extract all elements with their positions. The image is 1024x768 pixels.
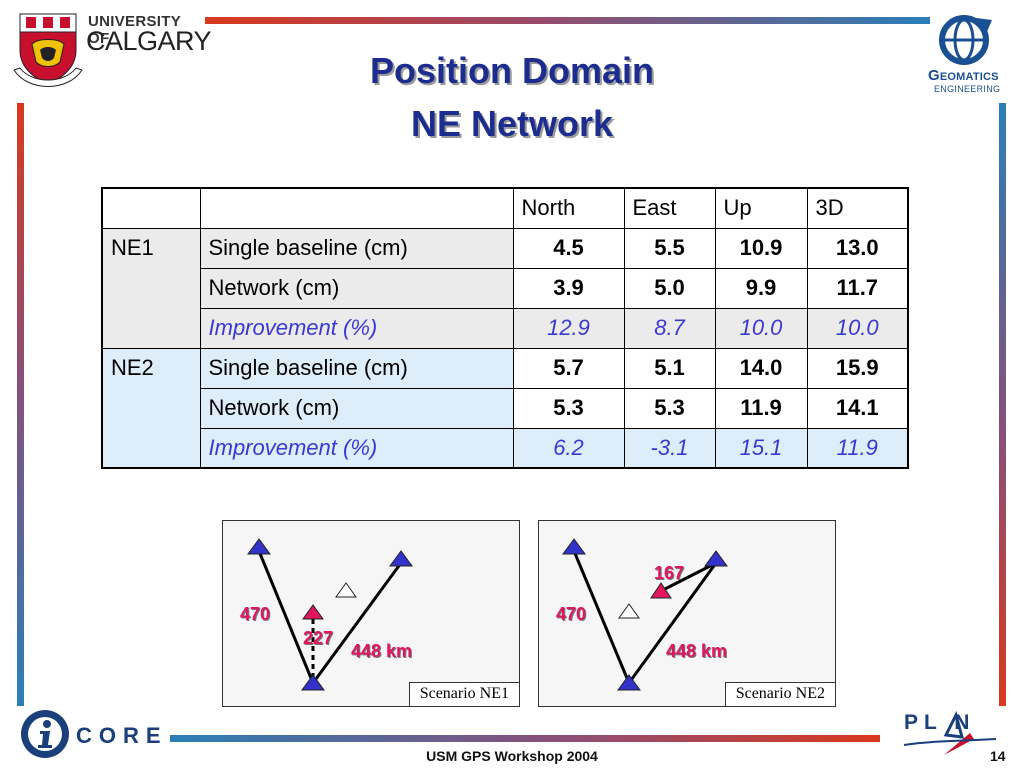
reference-station-icon [562,538,586,555]
reference-station-icon [704,550,728,567]
user-position-icon [335,582,357,598]
group-cell-empty [101,268,201,308]
slide-title-line2: NE Network [410,103,614,144]
table-row: NE2 Single baseline (cm) 5.7 5.1 14.0 15… [101,347,909,389]
value-3d: 11.7 [806,267,909,309]
value-east: -3.1 [623,427,716,469]
user-position-icon [618,603,640,619]
footer-text: USM GPS Workshop 2004 [426,748,598,764]
table-row: NE1 Single baseline (cm) 4.5 5.5 10.9 13… [101,227,909,269]
row-label: Single baseline (cm) [199,347,514,389]
reference-station-icon [617,674,641,691]
group-name-ne1: NE1 [101,227,201,268]
value-up: 14.0 [714,347,808,389]
value-east: 5.5 [623,227,716,269]
scenario-label: Scenario NE2 [724,682,836,707]
core-logo: CORE [18,707,178,763]
value-up: 10.9 [714,227,808,269]
value-north: 3.9 [512,267,625,309]
value-up: 11.9 [714,387,808,429]
group-cell-empty [101,308,201,349]
value-3d: 14.1 [806,387,909,429]
slide-title-line1: Position Domain [369,50,654,91]
info-circle-icon [21,710,69,758]
value-3d: 11.9 [806,427,909,469]
globe-icon [939,15,992,65]
table-row: Improvement (%) 6.2 -3.1 15.1 11.9 [101,427,909,469]
value-up: 15.1 [714,427,808,469]
value-east: 5.0 [623,267,716,309]
row-label: Improvement (%) [199,307,514,349]
header-cell-label [199,187,514,229]
header-cell-3d: 3D [806,187,909,229]
scenario-ne1-diagram: 470 227 448 km Scenario NE1 [222,520,520,707]
group-name-ne2: NE2 [101,347,201,388]
university-crest-icon [13,13,83,87]
value-north: 5.7 [512,347,625,389]
value-3d: 10.0 [806,307,909,349]
header-cell-east: East [623,187,716,229]
value-east: 8.7 [623,307,716,349]
right-gradient-bar [999,103,1006,706]
table-row: Network (cm) 5.3 5.3 11.9 14.1 [101,387,909,429]
table-row: Network (cm) 3.9 5.0 9.9 11.7 [101,267,909,309]
university-name-line2: CALGARY [86,26,212,56]
university-name-line1: UNIVERSITY OF [88,13,181,47]
network-diagram-ne1 [247,538,413,691]
row-label: Single baseline (cm) [199,227,514,269]
core-logo-text: CORE [76,723,168,748]
value-up: 9.9 [714,267,808,309]
bottom-gradient-bar [170,735,880,742]
value-3d: 15.9 [806,347,909,389]
geomatics-engineering-logo: Geomatics ENGINEERING [918,12,1013,102]
value-north: 4.5 [512,227,625,269]
geomatics-name: Geomatics [928,67,999,84]
plan-logo-text: PL N [904,711,976,734]
rover-station-icon [650,582,672,599]
value-north: 5.3 [512,387,625,429]
table-header-row: North East Up 3D [101,187,909,229]
value-north: 6.2 [512,427,625,469]
left-gradient-bar [17,103,24,706]
scenario-ne2-diagram: 470 167 448 km Scenario NE2 [538,520,836,707]
row-label: Network (cm) [199,387,514,429]
group-cell-empty [101,388,201,428]
scenario-label: Scenario NE1 [408,682,520,707]
reference-station-icon [247,538,271,555]
reference-station-icon [389,550,413,567]
page-number: 14 [990,748,1006,764]
group-cell-empty [101,428,201,469]
rover-station-icon [302,604,324,620]
reference-station-icon [301,674,325,691]
header-cell-north: North [512,187,625,229]
row-label: Network (cm) [199,267,514,309]
value-east: 5.1 [623,347,716,389]
value-up: 10.0 [714,307,808,349]
distance-label: 470 [556,604,587,624]
table-row: Improvement (%) 12.9 8.7 10.0 10.0 [101,307,909,349]
row-label: Improvement (%) [199,427,514,469]
top-gradient-bar [205,17,930,24]
value-east: 5.3 [623,387,716,429]
header-cell-group [101,187,201,229]
plan-logo: PL N [900,705,1000,761]
distance-label: 470 [240,604,271,624]
distance-label: 448 km [666,641,728,661]
rocket-icon [903,710,997,755]
network-diagram-ne2 [562,538,728,691]
distance-label: 448 km [351,641,413,661]
header-cell-up: Up [714,187,808,229]
value-north: 12.9 [512,307,625,349]
value-3d: 13.0 [806,227,909,269]
geomatics-subtitle: ENGINEERING [934,84,1001,94]
distance-label: 227 [303,628,334,648]
distance-label: 167 [654,563,685,583]
results-table: North East Up 3D NE1 Single baseline (cm… [101,187,909,469]
university-of-calgary-logo: UNIVERSITY OF CALGARY [12,10,212,100]
